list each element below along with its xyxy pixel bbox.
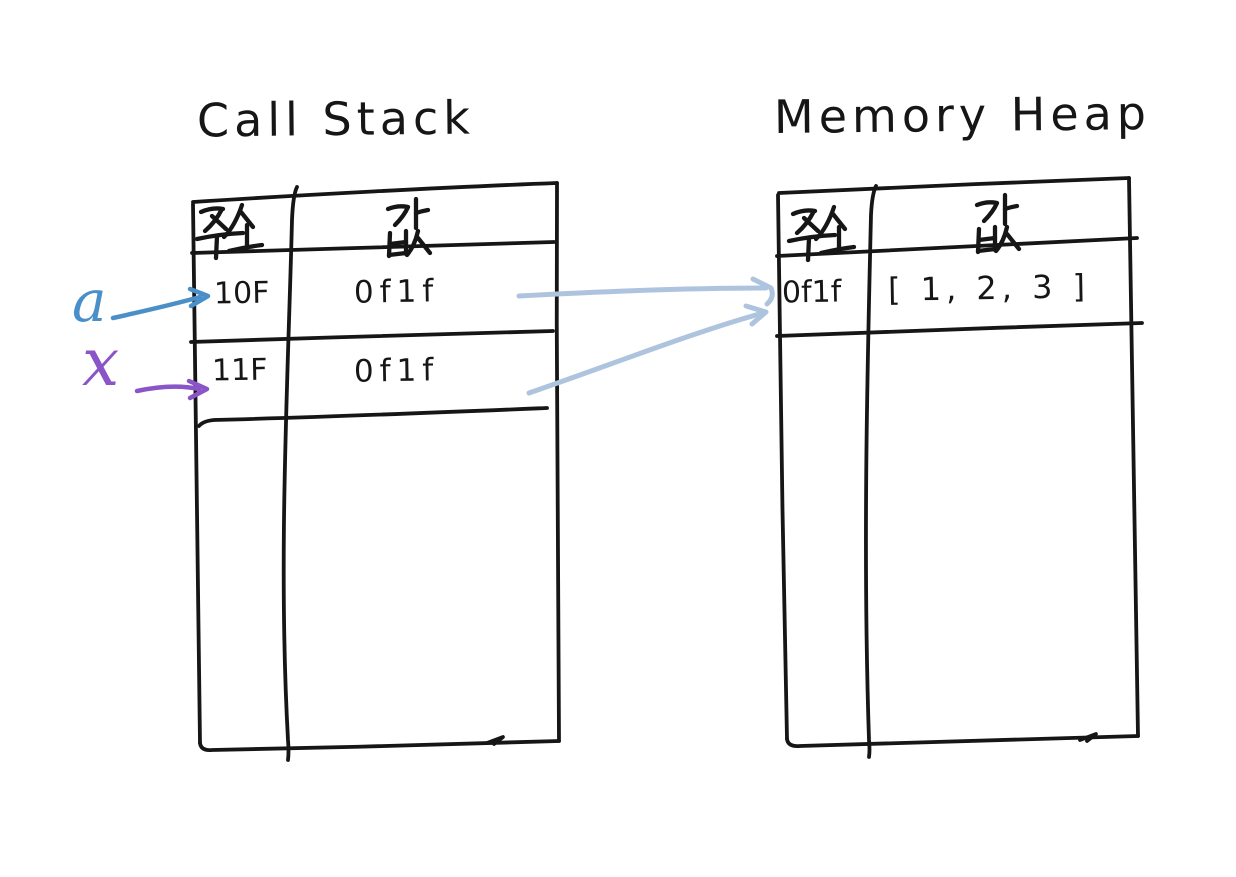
call-stack-header-separator (190, 240, 556, 255)
reference-arrow-2-shaft (526, 310, 766, 396)
memory-heap-bottom-edge (785, 734, 1140, 749)
pointer-arrow-x (134, 378, 210, 401)
memory-heap-bottom-stroke-tick (1078, 732, 1098, 743)
call-stack-bottom-stroke-tick (485, 735, 505, 746)
call-stack-row2-address: 11F (211, 352, 268, 389)
call-stack-right-edge (554, 181, 561, 743)
reference-arrow-2-head (743, 303, 769, 327)
pointer-arrow-a (110, 286, 211, 321)
call-stack-bottom-edge (198, 739, 561, 753)
memory-heap-title: Memory Heap (773, 86, 1152, 144)
call-stack-row1-address: 10F (213, 275, 270, 312)
call-stack-title: Call Stack (196, 90, 476, 148)
memory-heap-header-separator (775, 236, 1139, 258)
pointer-arrow-x-shaft (134, 384, 202, 394)
reference-arrow-1-shaft (516, 285, 769, 299)
variable-label-x: x (82, 324, 120, 401)
call-stack-table (189, 181, 561, 762)
reference-arrow-1-head (750, 276, 775, 307)
call-stack-row1-value: 0f1f (353, 273, 440, 311)
memory-heap-table (775, 176, 1144, 759)
memory-heap-column-divider (864, 184, 878, 759)
call-stack-row2-separator (197, 406, 549, 428)
call-stack-row2-value: 0f1f (353, 352, 440, 390)
call-stack-column-divider (281, 185, 299, 762)
memory-heap-row1-address: 0f1f (781, 274, 842, 311)
memory-heap-row1-value: [ 1, 2, 3 ] (887, 267, 1091, 309)
call-stack-row1-separator (189, 329, 555, 344)
heap-reference-arrows (516, 276, 775, 396)
memory-heap-top-edge (777, 176, 1131, 195)
memory-heap-row1-separator (775, 321, 1144, 338)
memory-heap-right-edge (1127, 176, 1140, 738)
pointer-arrow-x-head (186, 378, 210, 401)
pointer-arrow-a-head (187, 286, 211, 309)
variable-label-a: a (72, 267, 107, 335)
call-stack-left-edge (191, 202, 202, 745)
call-stack-top-edge (191, 181, 559, 204)
pointer-arrow-a-shaft (110, 294, 203, 321)
memory-heap-left-edge (776, 193, 789, 741)
